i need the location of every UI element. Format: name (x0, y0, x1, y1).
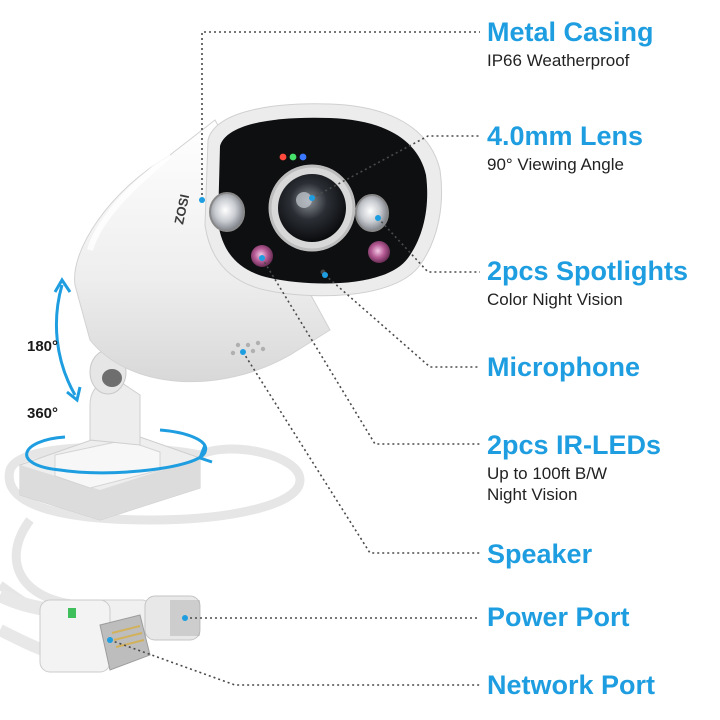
feature-subtitle: IP66 Weatherproof (487, 51, 630, 70)
cable (4, 442, 305, 525)
leader-lens (311, 135, 480, 199)
feature-title: Network Port (487, 670, 656, 700)
feature-lens: 4.0mm Lens 90° Viewing Angle (487, 121, 643, 175)
leader-speaker (242, 351, 480, 554)
feature-title: 2pcs IR-LEDs (487, 430, 662, 460)
feature-metal-casing: Metal Casing IP66 Weatherproof (487, 17, 654, 71)
pan-rotation-arrow (25, 428, 213, 475)
feature-ir-leds: 2pcs IR-LEDs Up to 100ft B/W Night Visio… (487, 430, 661, 505)
tilt-angle-label: 180° (27, 338, 59, 355)
feature-power-port: Power Port (487, 602, 630, 632)
feature-title: Power Port (487, 602, 630, 632)
spotlight-left (209, 192, 245, 232)
feature-subtitle: Night Vision (487, 485, 578, 504)
connectors (0, 588, 201, 673)
camera-body (74, 119, 331, 383)
leader-microphone (324, 274, 480, 368)
feature-microphone: Microphone (487, 352, 640, 382)
feature-spotlights: 2pcs Spotlights Color Night Vision (487, 256, 688, 310)
feature-title: Metal Casing (487, 17, 654, 47)
mount-base (19, 349, 201, 521)
feature-speaker: Speaker (487, 539, 592, 569)
leader-metal-casing (201, 31, 480, 200)
pan-angle-label: 360° (27, 405, 59, 422)
indicator-led-blue (299, 153, 307, 161)
camera-face (204, 103, 443, 297)
feature-title: Microphone (487, 352, 640, 382)
feature-subtitle: Color Night Vision (487, 290, 623, 309)
ir-led-right (368, 241, 390, 263)
tilt-rotation-arrow (53, 277, 82, 403)
feature-title: 2pcs Spotlights (487, 256, 689, 286)
feature-subtitle: Up to 100ft B/W (487, 464, 607, 483)
leader-network-port (109, 639, 480, 686)
brand-logo: ZOSI (171, 193, 192, 226)
spotlight-right (355, 194, 389, 232)
leader-lines (109, 31, 480, 686)
indicator-led-green (289, 153, 297, 161)
feature-title: 4.0mm Lens (487, 121, 644, 151)
indicator-led-red (279, 153, 287, 161)
feature-network-port: Network Port (487, 670, 655, 700)
feature-title: Speaker (487, 539, 593, 569)
feature-subtitle: 90° Viewing Angle (487, 155, 624, 174)
